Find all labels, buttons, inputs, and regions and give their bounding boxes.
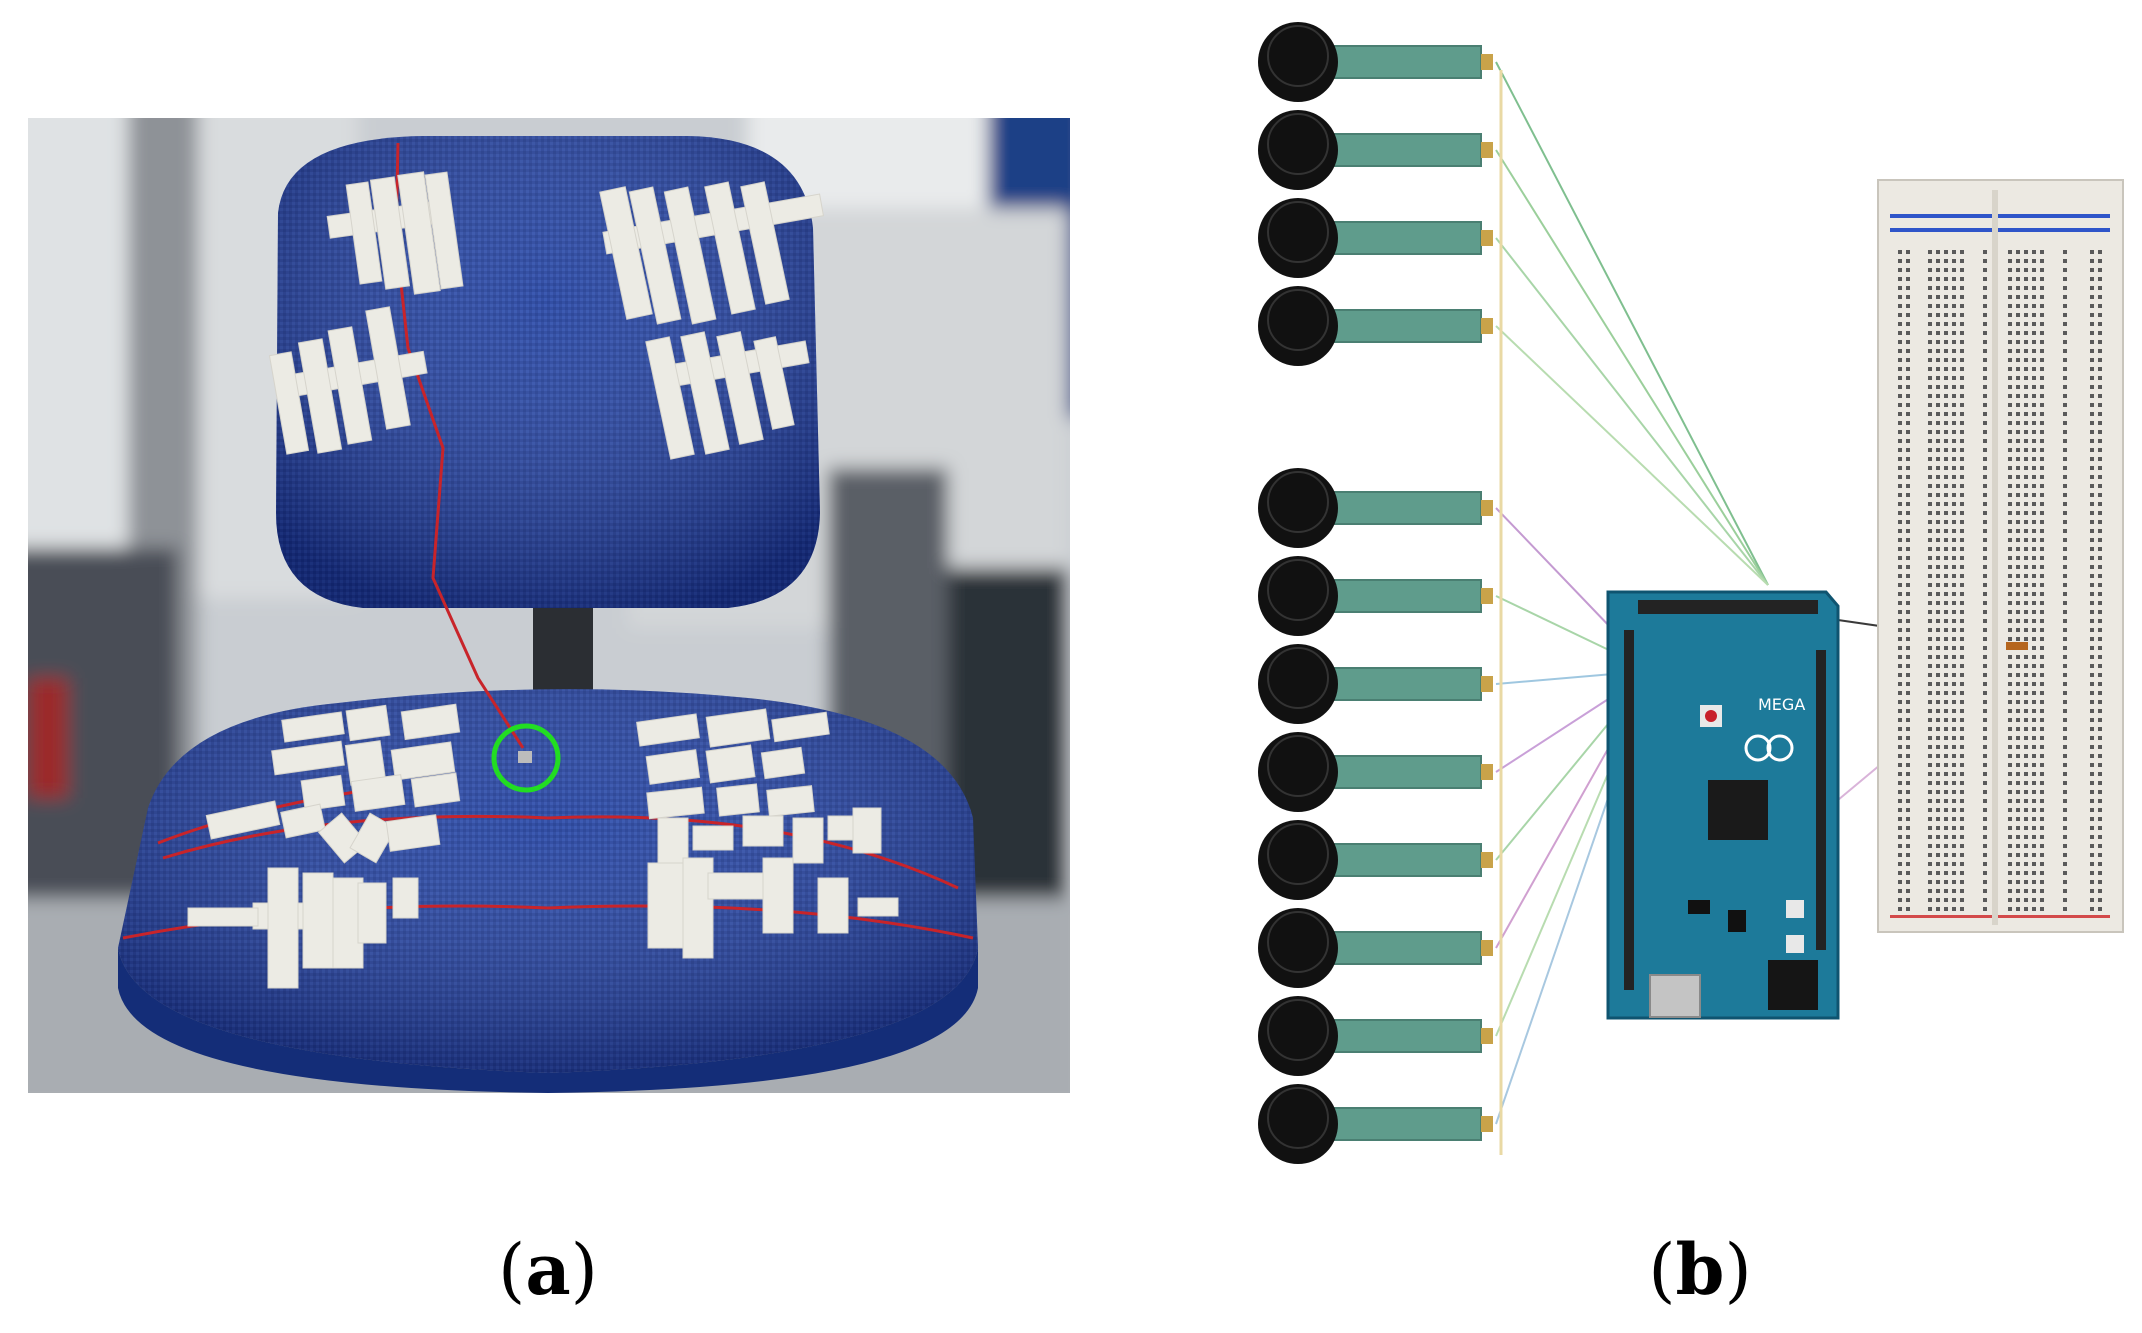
schematic-svg: MEGA [1258, 22, 2124, 1164]
fsr-sensor [1258, 644, 1493, 724]
wiring-schematic: MEGA [1238, 20, 2142, 1190]
arduino-mega-board: MEGA [1606, 590, 1840, 1020]
fsr-sensor [1258, 1084, 1493, 1164]
sensor-wire [1495, 783, 1614, 1125]
right-header [1816, 650, 1826, 950]
seat-sensor-tapes-right [636, 708, 899, 959]
fsr-sensor [1258, 732, 1493, 812]
sensor-wire [1495, 673, 1614, 685]
chair-photo-illustration [28, 118, 1070, 1093]
fsr-sensor [1258, 286, 1493, 366]
top-header [1638, 600, 1818, 614]
breadboard [1877, 179, 2124, 933]
usb-port [1649, 974, 1701, 1018]
fsr-sensor [1258, 556, 1493, 636]
backrest-sensor-tapes [268, 171, 824, 460]
caption-b: (b) [1648, 1228, 1752, 1311]
resistor [2006, 642, 2028, 650]
fsr-sensor [1258, 110, 1493, 190]
sensor-wire [1495, 695, 1614, 773]
fsr-sensor [1258, 468, 1493, 548]
fsr-sensor [1258, 996, 1493, 1076]
highlight-circle [491, 723, 561, 793]
sensor-wire [1495, 149, 1769, 586]
fsr-sensor [1258, 820, 1493, 900]
connector-chip [518, 751, 532, 763]
left-header [1624, 630, 1634, 990]
sensor-wire [1495, 595, 1614, 653]
fsr-sensor [1258, 908, 1493, 988]
sensor-wire [1495, 717, 1614, 861]
board-label: MEGA [1758, 695, 1805, 714]
chair-photo [28, 118, 1070, 1093]
fsr-sensor [1258, 198, 1493, 278]
sensor-wire [1495, 507, 1614, 631]
sensor-wire [1495, 325, 1769, 586]
sensor-wire [1495, 739, 1614, 949]
mcu-chip [1708, 780, 1768, 840]
arduino-logo [1744, 734, 1772, 762]
fsr-sensor [1258, 22, 1493, 102]
sensor-wire [1495, 237, 1769, 586]
sensor-wire [1495, 61, 1769, 586]
power-jack [1768, 960, 1818, 1010]
sensor-wire [1495, 761, 1614, 1037]
caption-a: (a) [498, 1228, 598, 1311]
fsr-sensors [1258, 22, 1493, 1164]
seat-sensor-tapes-left [187, 703, 461, 989]
